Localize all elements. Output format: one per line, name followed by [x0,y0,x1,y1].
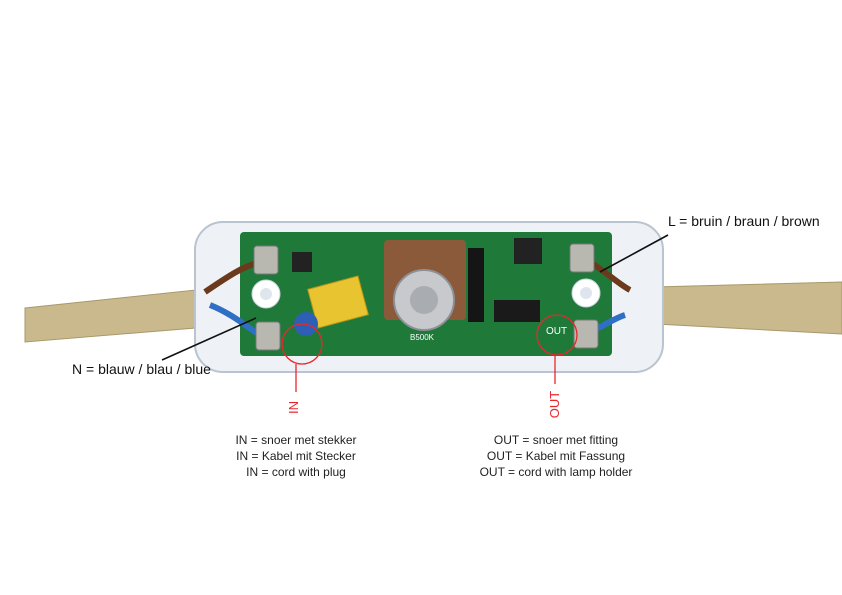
live-callout-line [599,234,669,273]
brown-wire-out [588,259,632,293]
out-description-nl: OUT = snoer met fitting [493,433,619,447]
in-description-de: IN = Kabel mit Stecker [236,449,356,463]
live-wire-label: L = bruin / braun / brown [668,213,820,229]
input-cord [24,287,221,343]
in-description-nl: IN = snoer met stekker [235,433,357,447]
potentiometer-shaft [410,286,438,314]
terminal-l-in [253,245,279,275]
in-description-en: IN = cord with plug [246,465,346,479]
terminal-n-out [573,319,599,349]
regulator [514,238,542,264]
neutral-wire-label: N = blauw / blau / blue [72,361,211,377]
out-description-de: OUT = Kabel mit Fassung [486,449,626,463]
neutral-callout-line [161,317,257,361]
screw-hole [260,288,272,300]
terminal-l-out [569,243,595,273]
ic-chip [494,300,540,322]
pot-print: B500K [410,333,435,342]
ic-chip-small [292,252,312,272]
screw-hole [580,287,592,299]
in-marker-circle [281,323,323,365]
transistor [468,248,484,322]
pcb-out-print: OUT [546,326,567,337]
in-marker-label: IN [286,401,301,414]
out-marker-label: OUT [547,390,563,419]
terminal-n-in [255,321,281,351]
out-description-en: OUT = cord with lamp holder [479,465,633,479]
in-description: IN = snoer met stekker IN = Kabel mit St… [176,432,416,480]
yellow-capacitor [307,275,369,329]
out-description: OUT = snoer met fitting OUT = Kabel mit … [436,432,676,480]
out-marker-circle [536,314,578,356]
